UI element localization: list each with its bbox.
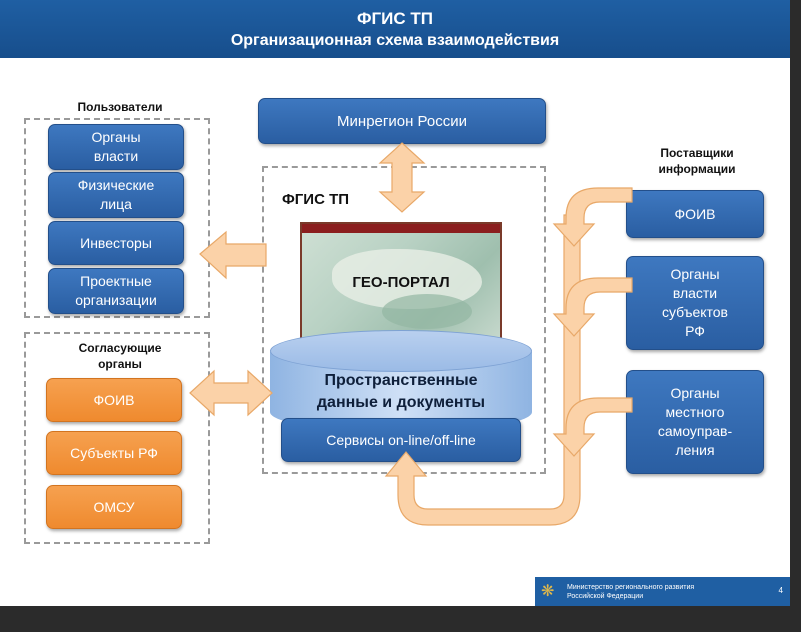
fgis-label: ФГИС ТП bbox=[282, 191, 350, 208]
header-subtitle: Организационная схема взаимодействия bbox=[230, 32, 560, 49]
users-group bbox=[24, 118, 210, 318]
provider-arrow-local bbox=[552, 397, 633, 457]
database-top bbox=[270, 330, 532, 372]
arrows-layer bbox=[189, 142, 633, 526]
user-box-design-orgs: Проектные организации bbox=[48, 268, 184, 314]
slide: ФГИС ТП Организационная схема взаимодейс… bbox=[0, 0, 790, 606]
agreeing-box-omsu: ОМСУ bbox=[46, 485, 182, 529]
minregion-double-arrow bbox=[378, 142, 426, 213]
spatial-data-label: Пространственные данные и документы bbox=[316, 372, 486, 411]
geo-portal-map: ГЕО-ПОРТАЛ bbox=[300, 222, 502, 344]
providers-label: Поставщики информации bbox=[658, 146, 736, 176]
user-box-individuals: Физические лица bbox=[48, 172, 184, 218]
provider-box-foiv: ФОИВ bbox=[626, 190, 764, 238]
users-arrow bbox=[199, 230, 267, 280]
services-box: Сервисы on-line/off-line bbox=[281, 418, 521, 462]
coat-of-arms-icon: ❋ bbox=[541, 583, 555, 600]
ministry-footer: ❋ Министерство регионального развития Ро… bbox=[535, 577, 790, 606]
provider-return-channel bbox=[384, 214, 581, 526]
map-region bbox=[382, 294, 472, 329]
provider-box-local: Органы местного самоуправ- ления bbox=[626, 370, 764, 474]
user-box-authorities: Органы власти bbox=[48, 124, 184, 170]
header-title: ФГИС ТП bbox=[357, 9, 433, 28]
agreeing-box-subjects: Субъекты РФ bbox=[46, 431, 182, 475]
user-box-investors: Инвесторы bbox=[48, 221, 184, 265]
agreeing-label: Согласующие органы bbox=[78, 341, 162, 371]
agreeing-group bbox=[24, 332, 210, 544]
provider-box-regional: Органы власти субъектов РФ bbox=[626, 256, 764, 350]
page-number: 4 bbox=[778, 586, 783, 595]
users-label: Пользователи bbox=[77, 100, 163, 114]
slide-header: ФГИС ТП Организационная схема взаимодейс… bbox=[0, 0, 790, 58]
ministry-name: Министерство регионального развития Росс… bbox=[567, 584, 695, 600]
agreeing-double-arrow bbox=[189, 369, 273, 417]
map-title-bar bbox=[302, 224, 500, 233]
provider-arrow-regional bbox=[552, 277, 633, 337]
agreeing-box-foiv: ФОИВ bbox=[46, 378, 182, 422]
geo-portal-label: ГЕО-ПОРТАЛ bbox=[352, 274, 450, 291]
provider-arrow-foiv bbox=[552, 187, 633, 247]
